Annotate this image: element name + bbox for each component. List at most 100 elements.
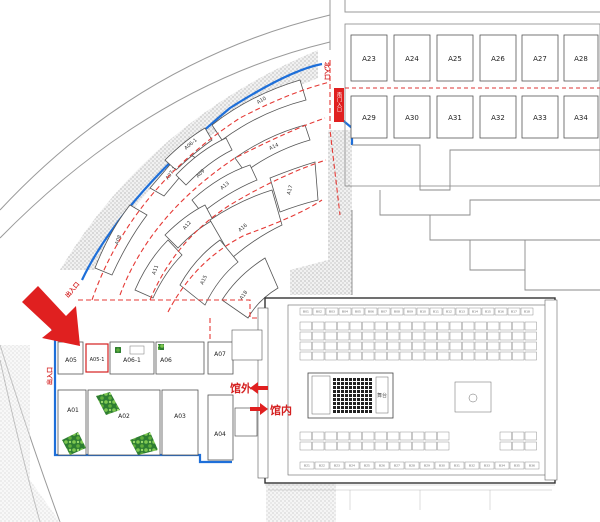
booth xyxy=(362,441,375,451)
booth-label: B24 xyxy=(349,464,355,468)
seat xyxy=(349,406,352,409)
booth xyxy=(337,441,350,451)
booth xyxy=(412,331,425,341)
hall-a09-label: A09 xyxy=(195,168,206,179)
hall-a31: A31 xyxy=(436,95,474,139)
hall-a29: A29 xyxy=(350,95,388,139)
seat xyxy=(337,390,340,393)
hall-a25-label: A25 xyxy=(448,55,462,63)
booth xyxy=(387,341,400,351)
seat xyxy=(349,402,352,405)
seat xyxy=(333,378,336,381)
hall-a23: A23 xyxy=(350,34,388,82)
booth-label: B15 xyxy=(485,310,491,314)
hall-a28-label: A28 xyxy=(574,55,588,63)
booth xyxy=(399,441,412,451)
booth xyxy=(449,331,462,341)
seat xyxy=(369,394,372,397)
hall-a28: A28 xyxy=(563,34,599,82)
booth xyxy=(324,341,337,351)
seat xyxy=(333,386,336,389)
top-grid: A23 A24 A25 A26 A27 A28 A29 A30 A31 A32 … xyxy=(344,23,600,187)
booth xyxy=(419,461,435,470)
seat xyxy=(357,410,360,413)
booth xyxy=(462,341,475,351)
booth xyxy=(359,461,375,470)
booth-label: B01 xyxy=(303,310,309,314)
seat xyxy=(353,402,356,405)
hall-a11 xyxy=(134,239,183,299)
block-a01-label: A01 xyxy=(67,407,79,414)
hall-a24-label: A24 xyxy=(405,55,419,63)
booth-label: B09 xyxy=(407,310,413,314)
booth-label: B29 xyxy=(424,464,430,468)
block-a03-label: A03 xyxy=(174,413,186,420)
big-red-arrow xyxy=(22,286,80,346)
booth xyxy=(474,351,487,361)
gate-north-box: 南门入口 xyxy=(334,88,344,122)
seat xyxy=(345,398,348,401)
booth-label: B17 xyxy=(511,310,517,314)
hall-a25: A25 xyxy=(436,34,474,82)
seat xyxy=(345,378,348,381)
hall-a33: A33 xyxy=(521,95,559,139)
booth xyxy=(337,431,350,441)
booth-label: B07 xyxy=(381,310,387,314)
booth xyxy=(387,331,400,341)
booth-label: B14 xyxy=(472,310,478,314)
seat xyxy=(337,378,340,381)
hall-a26: A26 xyxy=(479,34,517,82)
seat xyxy=(365,406,368,409)
seat xyxy=(337,402,340,405)
booth xyxy=(362,331,375,341)
booth-label: B25 xyxy=(364,464,370,468)
seat xyxy=(333,398,336,401)
hall-a09-1 xyxy=(175,137,233,186)
seat xyxy=(369,402,372,405)
hall-a13-label: A13 xyxy=(219,181,230,192)
seat xyxy=(357,394,360,397)
seat xyxy=(353,410,356,413)
booth-label: B12 xyxy=(446,310,452,314)
booth xyxy=(481,307,495,316)
seat xyxy=(365,386,368,389)
seat xyxy=(357,378,360,381)
stage-seating xyxy=(333,378,372,413)
booth-label: B36 xyxy=(529,464,535,468)
booth-label: B33 xyxy=(484,464,490,468)
booth xyxy=(524,341,537,351)
block-a05-label: A05 xyxy=(65,357,77,364)
arrow-in-label: 馆内 xyxy=(270,403,292,417)
booth xyxy=(412,321,425,331)
booth xyxy=(449,341,462,351)
booth xyxy=(468,307,482,316)
booth xyxy=(349,341,362,351)
booth xyxy=(524,321,537,331)
hall-a11-label: A11 xyxy=(151,264,160,275)
hall-a18-label: A18 xyxy=(239,290,250,301)
seat xyxy=(333,382,336,385)
seat xyxy=(333,410,336,413)
block-a05-1 xyxy=(85,343,109,373)
hall-a16 xyxy=(209,189,283,259)
booth xyxy=(499,341,512,351)
booth xyxy=(344,461,360,470)
booth xyxy=(374,431,387,441)
seat xyxy=(341,394,344,397)
block-a04 xyxy=(207,394,234,461)
booth-label: B23 xyxy=(334,464,340,468)
booth-label: B28 xyxy=(409,464,415,468)
booth xyxy=(312,321,325,331)
booth xyxy=(387,441,400,451)
booth xyxy=(364,307,378,316)
block-a07 xyxy=(207,341,234,375)
hall-a12-label: A12 xyxy=(182,220,193,231)
booth xyxy=(455,307,469,316)
gate-southwest-label: 出入口 xyxy=(46,367,54,385)
seat xyxy=(341,390,344,393)
booth xyxy=(449,351,462,361)
seat xyxy=(353,398,356,401)
